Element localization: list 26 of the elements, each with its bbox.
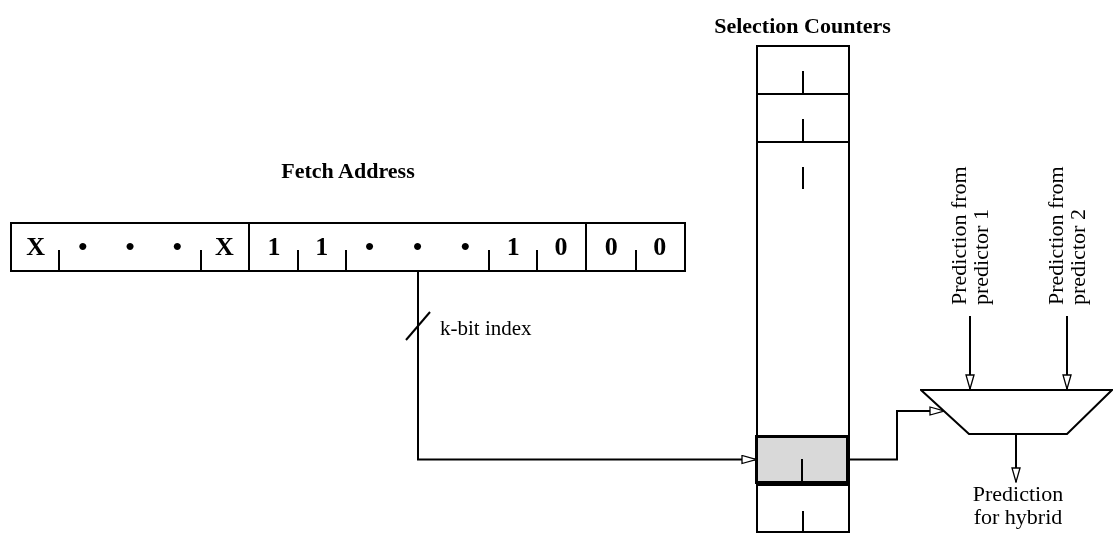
bit-field [248, 222, 587, 272]
bit-label: 1 [315, 232, 329, 262]
bit-label: • [365, 232, 375, 262]
bit-field [10, 222, 250, 272]
bit-field [585, 222, 686, 272]
bit-label: • [125, 232, 135, 262]
output-label: Prediction for hybrid [971, 482, 1065, 529]
input-label: Prediction from predictor 2 [1045, 165, 1089, 305]
bit-label: 0 [653, 232, 667, 262]
bit-label: 0 [604, 232, 618, 262]
bit-label: • [172, 232, 182, 262]
bit-label: • [460, 232, 470, 262]
counter-entry [756, 141, 850, 189]
heading-text: Fetch Address [281, 158, 415, 184]
bit-label: • [78, 232, 88, 262]
counter-entry [756, 484, 850, 533]
bit-label: • [412, 232, 423, 262]
bit-label: 0 [554, 232, 568, 262]
counter-entry [755, 435, 849, 484]
bit-label: 1 [267, 232, 281, 262]
counter-entry [756, 93, 850, 141]
bit-label: 1 [506, 232, 520, 262]
bit-label: X [26, 232, 45, 262]
heading-text: Selection Counters [714, 12, 891, 39]
bit-label: X [215, 232, 234, 262]
input-label: Prediction from predictor 1 [948, 165, 992, 305]
